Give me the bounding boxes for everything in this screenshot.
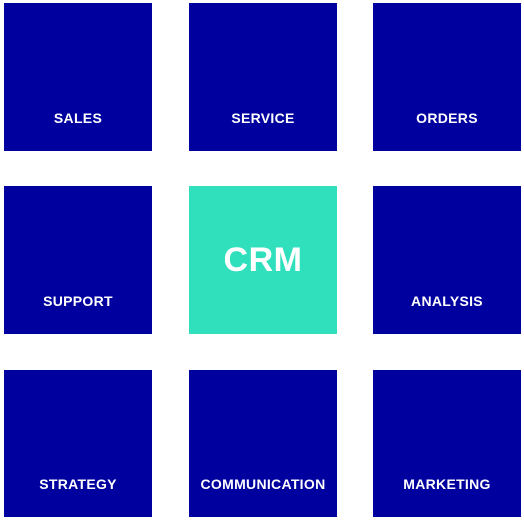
tile-orders[interactable]: ORDERS [373,3,521,151]
tile-marketing[interactable]: MARKETING [373,370,521,517]
tile-service[interactable]: SERVICE [189,3,337,151]
tile-label: SUPPORT [43,293,113,309]
tile-sales[interactable]: SALES [4,3,152,151]
tile-analysis[interactable]: ANALYSIS [373,186,521,334]
tile-label: SALES [53,110,103,126]
tile-label: STRATEGY [39,476,117,492]
tile-label: SERVICE [231,110,295,126]
tile-strategy[interactable]: STRATEGY [4,370,152,517]
tile-support[interactable]: SUPPORT [4,186,152,334]
tile-crm-center[interactable]: CRM [189,186,337,334]
tile-label: ORDERS [416,110,478,126]
tile-communication[interactable]: COMMUNICATION [189,370,337,517]
tile-label: MARKETING [403,476,491,492]
tile-label: ANALYSIS [411,293,483,309]
tile-center-label: CRM [223,240,303,279]
tile-label: COMMUNICATION [200,476,326,492]
